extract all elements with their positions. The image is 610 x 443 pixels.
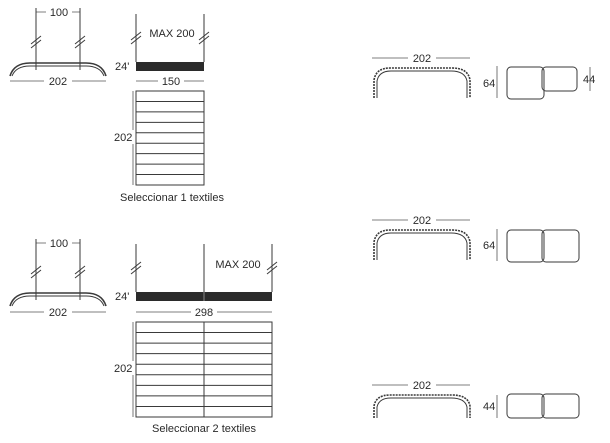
view3-cushion-right xyxy=(541,393,580,419)
view2-width-label: 202 xyxy=(413,215,431,227)
set2-panel-width-label: 298 xyxy=(195,307,213,319)
set2-slats xyxy=(136,332,272,407)
set2-spacing-label: 100 xyxy=(50,238,68,250)
set2-break-left xyxy=(30,265,42,279)
set1-heading-bar xyxy=(136,62,204,71)
view1-cushion-left xyxy=(506,66,545,100)
set2-caption: Seleccionar 2 textiles xyxy=(152,423,256,435)
view2-cushion-right xyxy=(541,229,580,263)
view1: 202 64 44 xyxy=(372,52,595,100)
view3-width-bg xyxy=(408,379,436,391)
set1-break-right xyxy=(74,35,86,49)
view1-width-bg xyxy=(408,52,436,64)
set1-heading-label: 24' xyxy=(115,61,129,73)
set1-arc-elevation: 100 202 xyxy=(9,6,107,88)
set1-panel-break-right xyxy=(198,31,210,45)
view2-depth-label: 64 xyxy=(483,240,495,252)
set1-panel-frame xyxy=(135,90,205,186)
set1-width-label: 202 xyxy=(49,76,67,88)
set2-arc-inner xyxy=(11,295,105,307)
view1-side-label: 44 xyxy=(583,74,595,86)
set2-max-label: MAX 200 xyxy=(215,259,260,271)
set2-panel: MAX 200 24' 298 202 Seleccionar 2 textil… xyxy=(114,244,278,435)
set2-panel-height-label: 202 xyxy=(114,363,132,375)
view3-width-label: 202 xyxy=(413,380,431,392)
view2-width-bg xyxy=(408,214,436,226)
view1-arc-top xyxy=(373,67,471,98)
view3-cushion-left xyxy=(506,393,545,419)
view2: 202 64 xyxy=(372,214,580,263)
set2-arc xyxy=(9,292,107,307)
set2-break-right xyxy=(74,265,86,279)
set1-panel-break-left xyxy=(130,31,142,45)
set2-panel-height-bg xyxy=(114,361,136,375)
set1-panel-height-label: 202 xyxy=(114,132,132,144)
set1-spacing-label: 100 xyxy=(50,7,68,19)
set2-width-label: 202 xyxy=(49,307,67,319)
set1-spacing-label-bg xyxy=(46,6,72,18)
set1-arc-inner xyxy=(11,65,105,77)
set2-width-label-bg xyxy=(44,306,72,318)
view1-cushion-right xyxy=(541,66,578,92)
set2-spacing-label-bg xyxy=(46,237,72,249)
set1-caption: Seleccionar 1 textiles xyxy=(120,192,224,204)
view1-arc-inner xyxy=(376,70,468,98)
view3-arc-inner xyxy=(376,397,468,418)
set2-arc-elevation: 100 202 xyxy=(9,237,107,319)
set1-slats xyxy=(136,100,204,176)
set1-panel-width-label: 150 xyxy=(162,76,180,88)
set1-panel: MAX 200 24' 150 202 Seleccionar 1 textil… xyxy=(114,14,224,204)
view1-depth-label: 64 xyxy=(483,78,495,90)
set1-arc xyxy=(9,62,107,77)
view3-arc-top xyxy=(373,394,471,418)
view2-arc-top xyxy=(373,229,471,260)
set2-heading-label: 24' xyxy=(115,291,129,303)
view3-depth-label: 44 xyxy=(483,401,495,413)
view2-cushion-left xyxy=(506,229,545,263)
view3: 202 44 xyxy=(372,379,580,419)
set1-width-label-bg xyxy=(44,75,72,87)
set1-panel-width-bg xyxy=(158,75,184,87)
set2-panel-break-left xyxy=(130,261,142,275)
set2-panel-break-right xyxy=(266,261,278,275)
set1-max-label: MAX 200 xyxy=(149,28,194,40)
view2-arc-inner xyxy=(376,232,468,260)
set2-panel-width-bg xyxy=(191,306,217,318)
view1-width-label: 202 xyxy=(413,53,431,65)
set1-break-left xyxy=(30,35,42,49)
set1-panel-height-bg xyxy=(114,130,136,144)
